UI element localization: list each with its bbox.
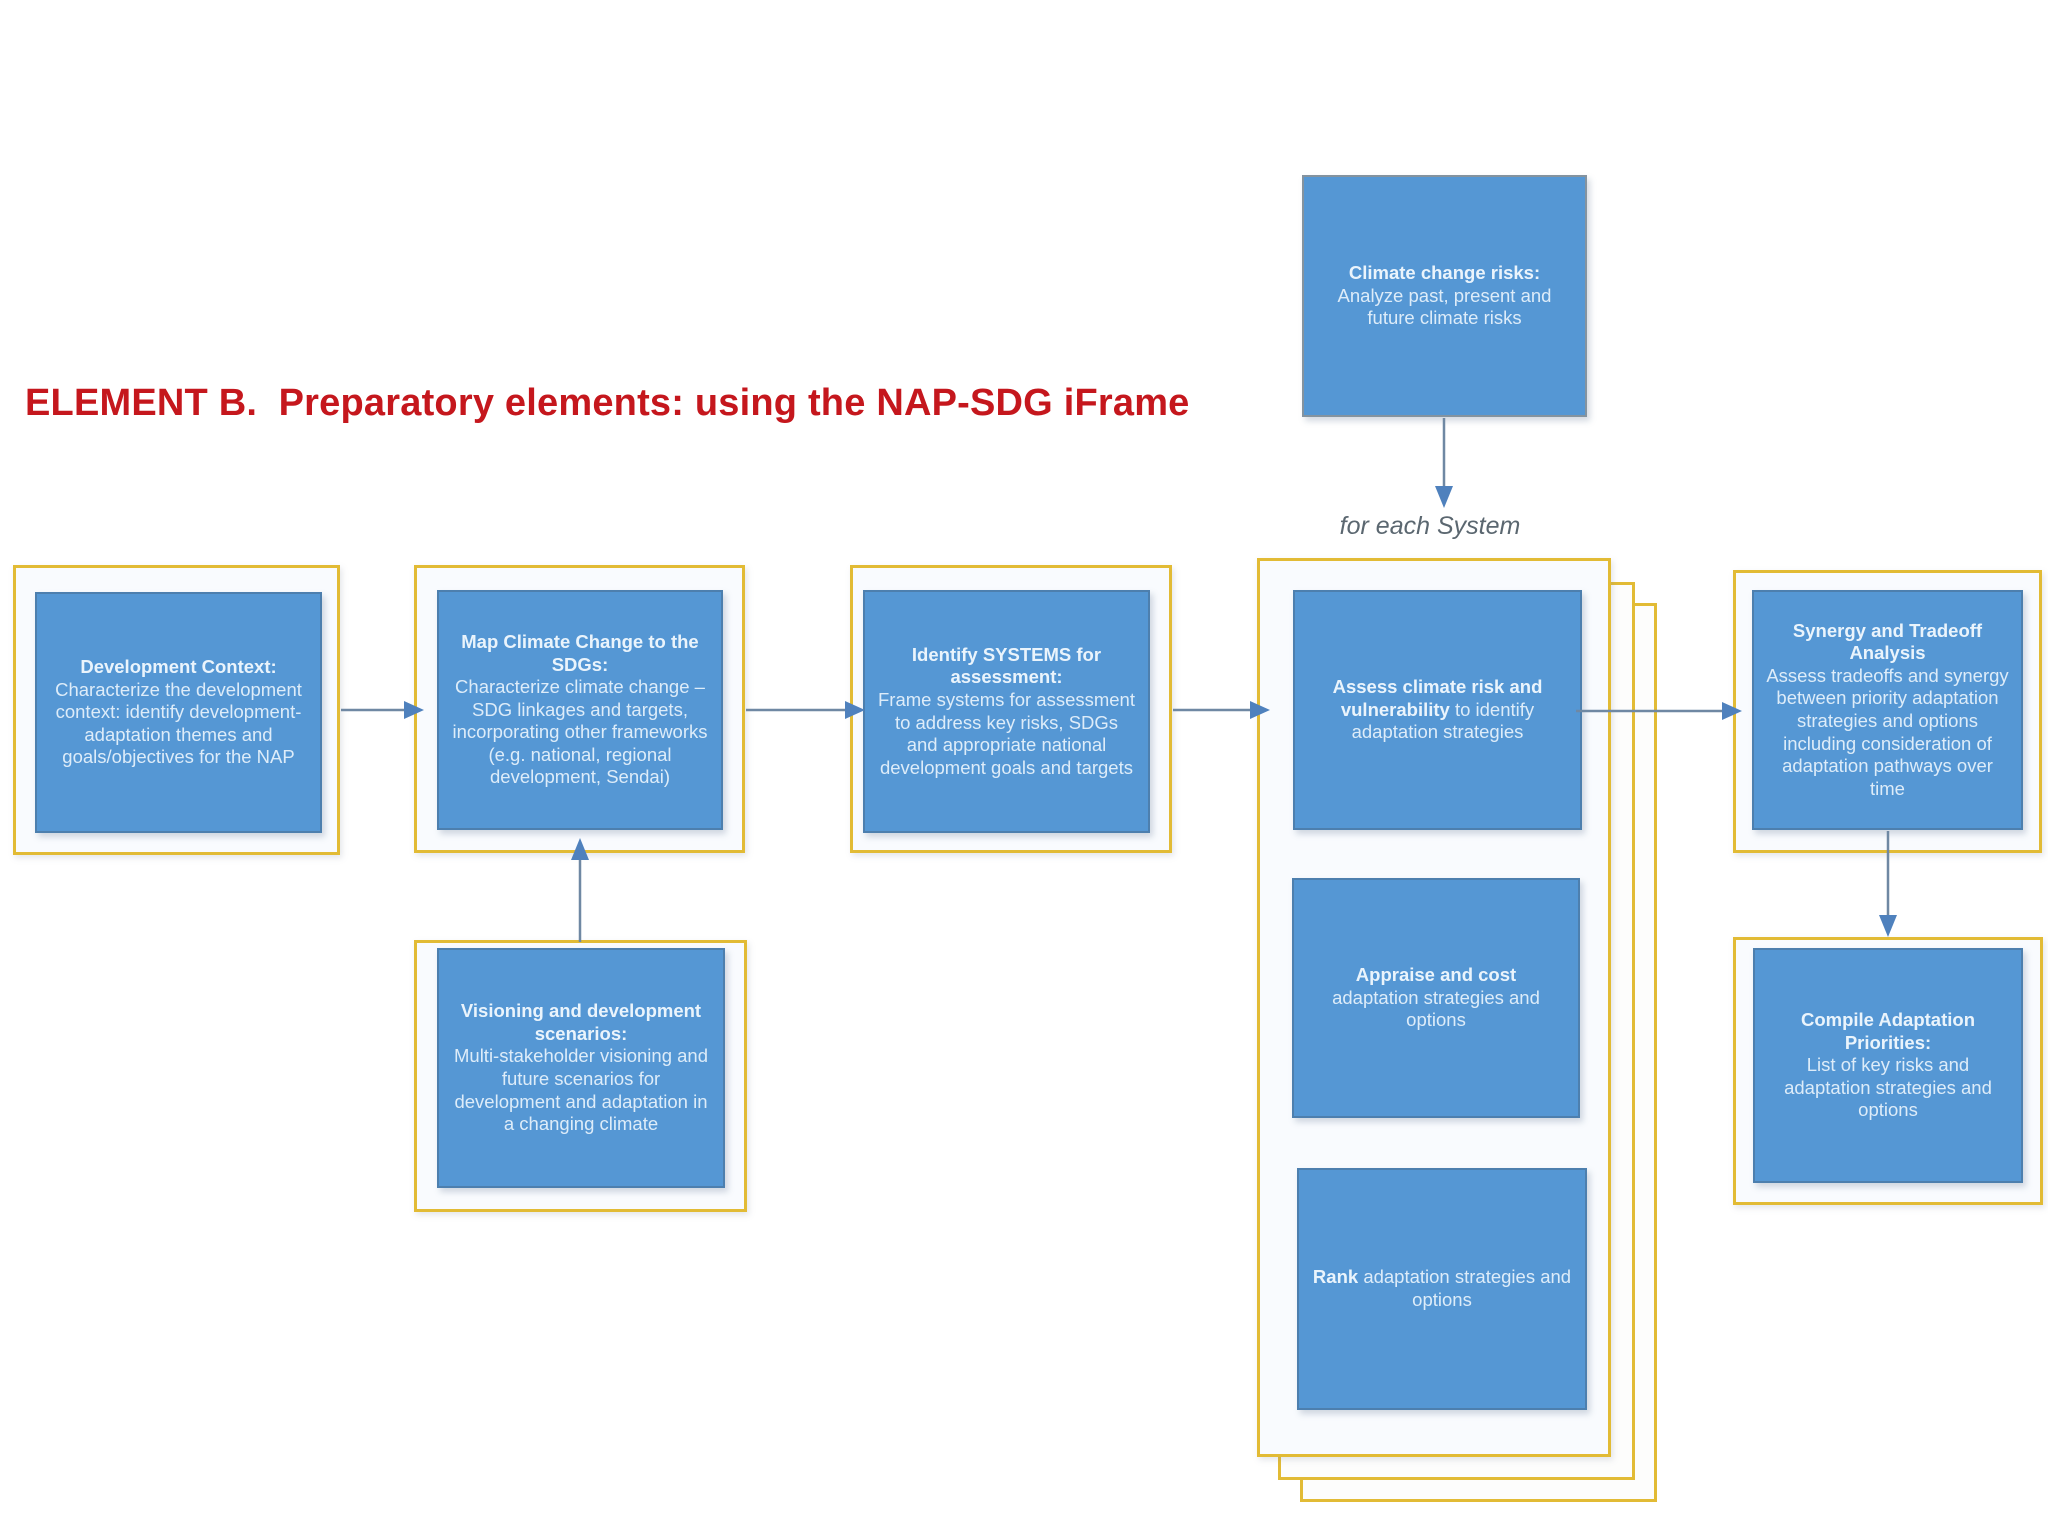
box-text: Synergy and Tradeoff Analysis Assess tra… (1763, 620, 2012, 801)
arrow-climaterisks-down-head (1435, 486, 1453, 508)
box-climate-change-risks: Climate change risks: Analyze past, pres… (1302, 175, 1587, 417)
page-title: ELEMENT B. Preparatory elements: using t… (25, 382, 1190, 424)
box-body: adaptation strategies and options (1332, 986, 1540, 1031)
box-text: Climate change risks: Analyze past, pres… (1316, 262, 1573, 330)
box-text: Identify SYSTEMS for assessment: Frame s… (877, 644, 1136, 779)
box-development-context: Development Context: Characterize the de… (35, 592, 322, 833)
box-synergy-tradeoff: Synergy and Tradeoff Analysis Assess tra… (1752, 590, 2023, 830)
box-heading: Synergy and Tradeoff Analysis (1792, 619, 1983, 664)
box-text: Assess climate risk and vulnerability to… (1307, 676, 1568, 744)
box-text: Map Climate Change to the SDGs: Characte… (451, 631, 709, 789)
box-body: adaptation strategies and options (1363, 1266, 1572, 1310)
box-visioning: Visioning and development scenarios: Mul… (437, 948, 725, 1188)
box-text: Rank adaptation strategies and options (1311, 1266, 1573, 1311)
box-heading: Map Climate Change to the SDGs: (461, 631, 699, 675)
box-text: Compile Adaptation Priorities: List of k… (1767, 1009, 2009, 1122)
box-identify-systems: Identify SYSTEMS for assessment: Frame s… (863, 590, 1150, 833)
box-heading: Appraise and cost (1355, 964, 1517, 986)
box-heading: Visioning and development scenarios: (460, 1000, 702, 1044)
box-heading: Development Context: (80, 656, 277, 678)
box-body: Frame systems for assessment to address … (877, 688, 1135, 778)
box-appraise-cost: Appraise and cost adaptation strategies … (1292, 878, 1580, 1118)
box-text: Appraise and cost adaptation strategies … (1306, 964, 1566, 1032)
box-compile-priorities: Compile Adaptation Priorities: List of k… (1753, 948, 2023, 1183)
box-heading: Compile Adaptation Priorities: (1800, 1009, 1976, 1053)
box-body: List of key risks and adaptation strateg… (1784, 1054, 1992, 1121)
box-body: Analyze past, present and future climate… (1337, 284, 1552, 329)
box-rank: Rank adaptation strategies and options (1297, 1168, 1587, 1410)
box-assess-risk: Assess climate risk and vulnerability to… (1293, 590, 1582, 830)
box-body: Multi-stakeholder visioning and future s… (454, 1045, 708, 1135)
box-heading: Identify SYSTEMS for assessment: (911, 643, 1102, 688)
box-body: Assess tradeoffs and synergy between pri… (1766, 664, 2009, 799)
box-body: Characterize climate change – SDG linkag… (452, 676, 708, 788)
box-body: to identify adaptation strategies (1351, 698, 1535, 743)
box-map-sdg: Map Climate Change to the SDGs: Characte… (437, 590, 723, 830)
for-each-system-label: for each System (1339, 512, 1521, 540)
box-heading: Rank (1312, 1266, 1359, 1288)
box-text: Visioning and development scenarios: Mul… (451, 1000, 711, 1135)
arrow-synergy-to-compile-head (1879, 915, 1897, 937)
box-text: Development Context: Characterize the de… (49, 656, 308, 769)
box-heading: Assess climate risk and vulnerability (1332, 676, 1543, 720)
box-heading: Climate change risks: (1348, 262, 1541, 284)
box-body: Characterize the development context: id… (55, 678, 302, 768)
